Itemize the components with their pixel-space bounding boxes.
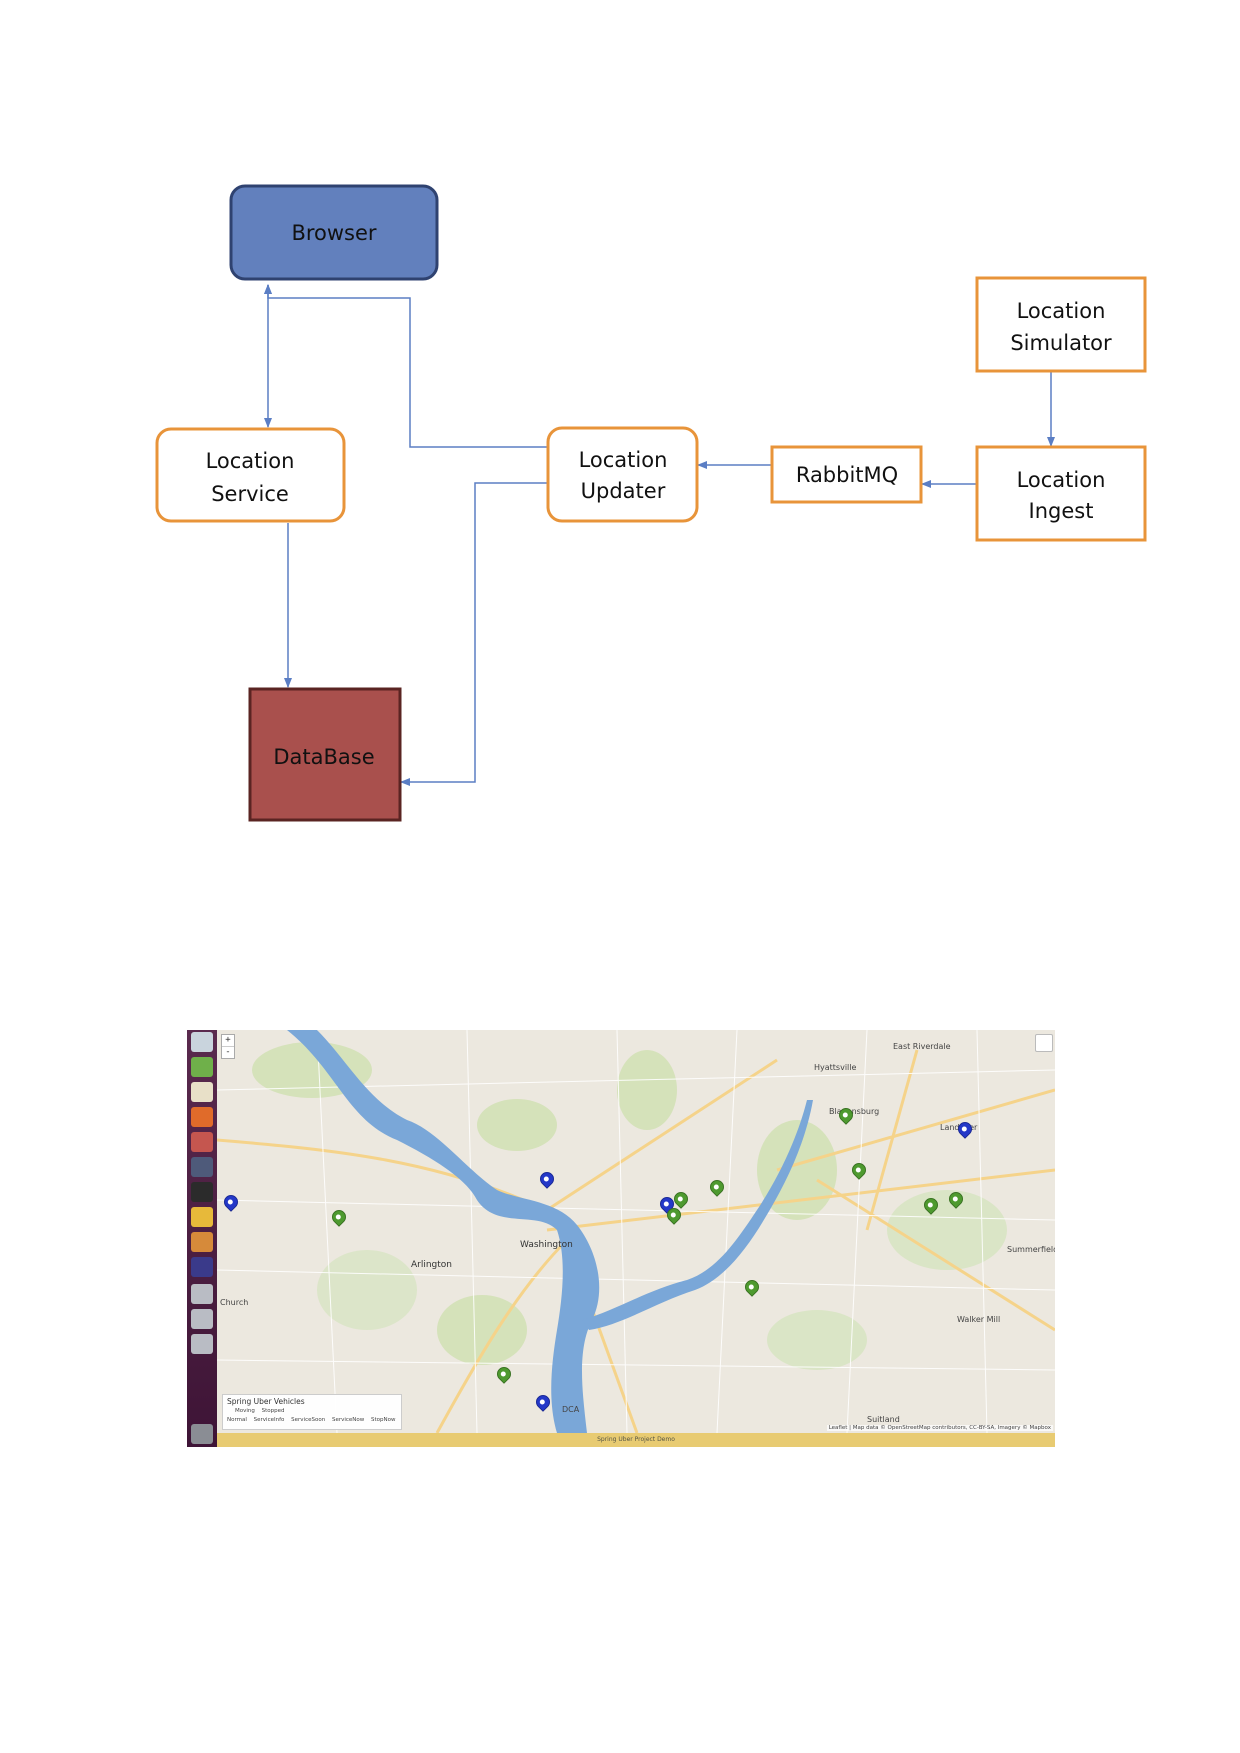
browser-node: Browser <box>229 184 439 281</box>
files-icon <box>191 1032 213 1052</box>
network-icon <box>191 1157 213 1177</box>
location-service-label-line2: Service <box>211 482 289 506</box>
trash-icon <box>191 1424 213 1444</box>
arrow-updater-database <box>400 482 548 786</box>
location-ingest-node: Location Ingest <box>975 445 1147 542</box>
map-label-arlington: Arlington <box>411 1260 453 1270</box>
map-label-church: Church <box>220 1298 249 1307</box>
zoom-in-button[interactable]: + <box>222 1035 234 1047</box>
map-screenshot: Washington Arlington Hyattsville Bladens… <box>187 1030 1055 1447</box>
drive-icon-3 <box>191 1334 213 1354</box>
arrow-updater-browser <box>264 284 548 448</box>
location-updater-label-line1: Location <box>579 448 668 472</box>
architecture-diagram: Browser Location Service DataBase Locati… <box>155 184 1147 822</box>
database-node: DataBase <box>248 687 402 822</box>
drive-icon <box>191 1284 213 1304</box>
legend-serviceinfo: ServiceInfo <box>253 1417 285 1423</box>
chrome-icon <box>191 1207 213 1227</box>
document-icon <box>191 1082 213 1102</box>
legend-title: Spring Uber Vehicles <box>227 1397 305 1406</box>
legend-stopnow: StopNow <box>371 1417 396 1423</box>
map-label-summerfield: Summerfield <box>1007 1245 1055 1254</box>
anacostia-river <box>582 1100 813 1330</box>
terminal-icon <box>191 1182 213 1202</box>
zoom-out-button[interactable]: - <box>225 1047 231 1057</box>
zoom-control: + - <box>221 1034 235 1059</box>
rabbitmq-label: RabbitMQ <box>796 463 898 487</box>
legend-row-status: Moving Stopped <box>235 1408 290 1414</box>
legend-moving: Moving <box>235 1408 255 1414</box>
map-label-hyattsville: Hyattsville <box>814 1063 857 1072</box>
spreadsheet-icon <box>191 1057 213 1077</box>
archive-icon <box>191 1232 213 1252</box>
legend-row-service: Normal ServiceInfo ServiceSoon ServiceNo… <box>227 1417 401 1423</box>
location-ingest-label-line1: Location <box>1017 468 1106 492</box>
page-footer: Spring Uber Project Demo <box>217 1433 1055 1447</box>
map-label-suitland: Suitland <box>867 1415 900 1424</box>
location-service-label-line1: Location <box>206 449 295 473</box>
map-label-bladensburg: Bladensburg <box>829 1107 880 1116</box>
map-label-dca: DCA <box>562 1405 580 1414</box>
location-simulator-label-line1: Location <box>1017 299 1106 323</box>
ubuntu-launcher <box>187 1030 217 1447</box>
location-ingest-label-line2: Ingest <box>1029 499 1094 523</box>
ide-icon <box>191 1257 213 1277</box>
location-updater-node: Location Updater <box>546 426 699 523</box>
settings-icon <box>191 1132 213 1152</box>
layers-icon[interactable] <box>1035 1034 1053 1052</box>
map-canvas[interactable] <box>217 1030 1055 1433</box>
legend-servicenow: ServiceNow <box>331 1417 365 1423</box>
rabbitmq-node: RabbitMQ <box>770 445 923 504</box>
browser-label: Browser <box>291 221 376 245</box>
software-center-icon <box>191 1107 213 1127</box>
legend-stopped: Stopped <box>261 1408 285 1414</box>
map-label-walker-mill: Walker Mill <box>957 1315 1001 1324</box>
map-label-washington: Washington <box>520 1240 573 1250</box>
potomac-river <box>287 1030 600 1433</box>
vehicle-legend: Spring Uber Vehicles Moving Stopped Norm… <box>222 1394 402 1430</box>
database-label: DataBase <box>273 745 374 769</box>
location-service-node: Location Service <box>155 427 346 523</box>
map-attribution[interactable]: Leaflet | Map data © OpenStreetMap contr… <box>826 1425 1053 1431</box>
location-updater-label-line2: Updater <box>581 479 666 503</box>
location-simulator-node: Location Simulator <box>975 276 1147 373</box>
location-simulator-label-line2: Simulator <box>1010 331 1112 355</box>
legend-normal: Normal <box>227 1417 247 1423</box>
drive-icon-2 <box>191 1309 213 1329</box>
map-label-east-riverdale: East Riverdale <box>893 1042 951 1051</box>
legend-servicesoon: ServiceSoon <box>291 1417 326 1423</box>
